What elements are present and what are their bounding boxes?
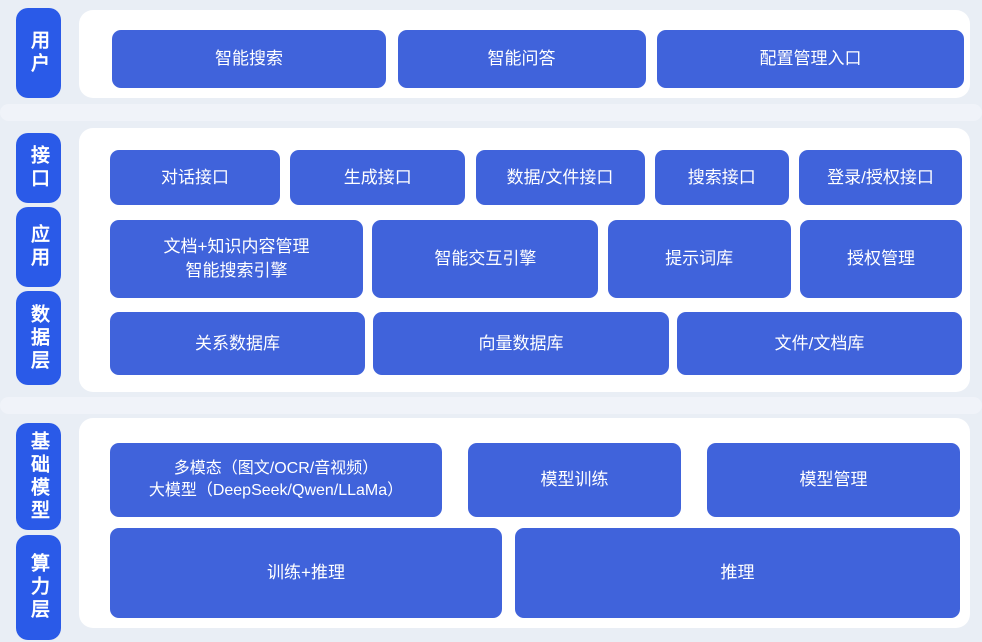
box-intelligent-qa: 智能问答 (397, 30, 646, 88)
layer-label-foundation-model: 基础模型 (16, 423, 61, 530)
box-config-management-entry: 配置管理入口 (657, 30, 964, 88)
box-intelligent-interaction-engine: 智能交互引擎 (372, 220, 599, 298)
box-inference: 推理 (515, 528, 960, 618)
box-training-inference: 训练+推理 (110, 528, 502, 618)
box-model-management: 模型管理 (707, 443, 960, 517)
box-login-auth-api: 登录/授权接口 (799, 150, 962, 205)
interface-layer-panel: 对话接口 生成接口 数据/文件接口 搜索接口 登录/授权接口 文档+知识内容管理… (79, 128, 970, 392)
layer-label-data: 数据层 (16, 291, 61, 385)
box-dialog-api: 对话接口 (110, 150, 280, 205)
section-separator (0, 104, 982, 121)
box-doc-knowledge-management: 文档+知识内容管理 智能搜索引擎 (110, 220, 363, 298)
layer-label-compute: 算力层 (16, 535, 61, 640)
box-model-training: 模型训练 (468, 443, 681, 517)
box-data-file-api: 数据/文件接口 (475, 150, 645, 205)
box-intelligent-search: 智能搜索 (112, 30, 386, 88)
layer-label-application: 应用 (16, 207, 61, 287)
section-separator (0, 397, 982, 414)
layer-label-interface: 接口 (16, 133, 61, 203)
box-multimodal-llm: 多模态（图文/OCR/音视频） 大模型（DeepSeek/Qwen/LLaMa） (110, 443, 442, 517)
box-vector-db: 向量数据库 (373, 312, 669, 375)
box-relational-db: 关系数据库 (110, 312, 365, 375)
user-layer-panel: 智能搜索 智能问答 配置管理入口 (79, 10, 970, 98)
model-layer-panel: 多模态（图文/OCR/音视频） 大模型（DeepSeek/Qwen/LLaMa）… (79, 418, 970, 628)
layer-label-user: 用户 (16, 8, 61, 98)
box-search-api: 搜索接口 (654, 150, 789, 205)
box-generation-api: 生成接口 (290, 150, 466, 205)
box-auth-management: 授权管理 (799, 220, 962, 298)
box-prompt-library: 提示词库 (607, 220, 791, 298)
box-file-doc-store: 文件/文档库 (677, 312, 962, 375)
